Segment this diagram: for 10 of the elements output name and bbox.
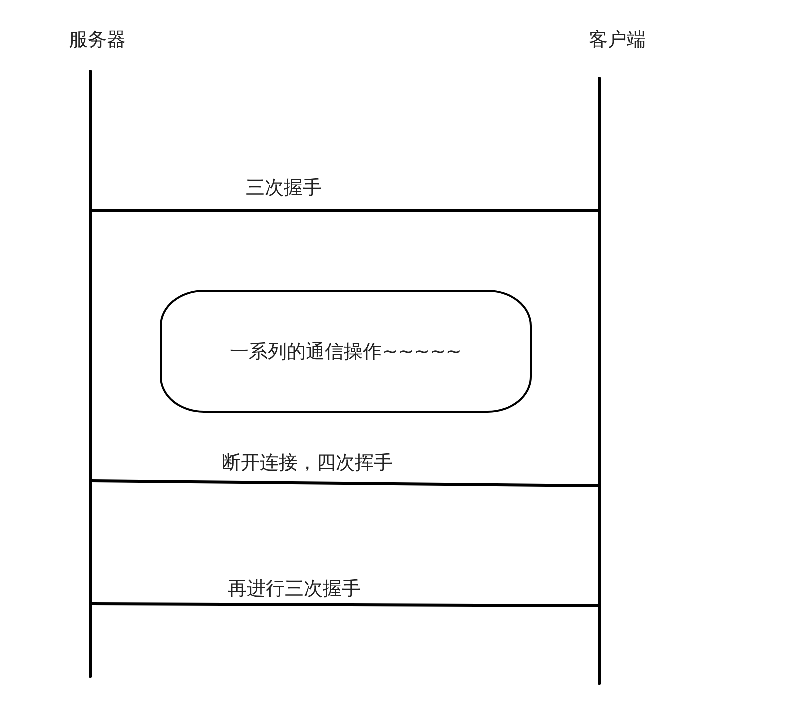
edge-label: 断开连接，四次挥手 <box>220 451 395 475</box>
connector-line <box>90 210 600 212</box>
box-text: 一系列的通信操作~~~~~ <box>230 340 462 364</box>
connector-line <box>90 480 600 488</box>
participant-label: 客户端 <box>589 28 646 52</box>
rounded-box <box>160 290 532 413</box>
edge-label: 再进行三次握手 <box>226 577 363 601</box>
connector-line <box>90 602 600 608</box>
edge-label: 三次握手 <box>244 176 324 200</box>
participant-label: 服务器 <box>69 28 126 52</box>
